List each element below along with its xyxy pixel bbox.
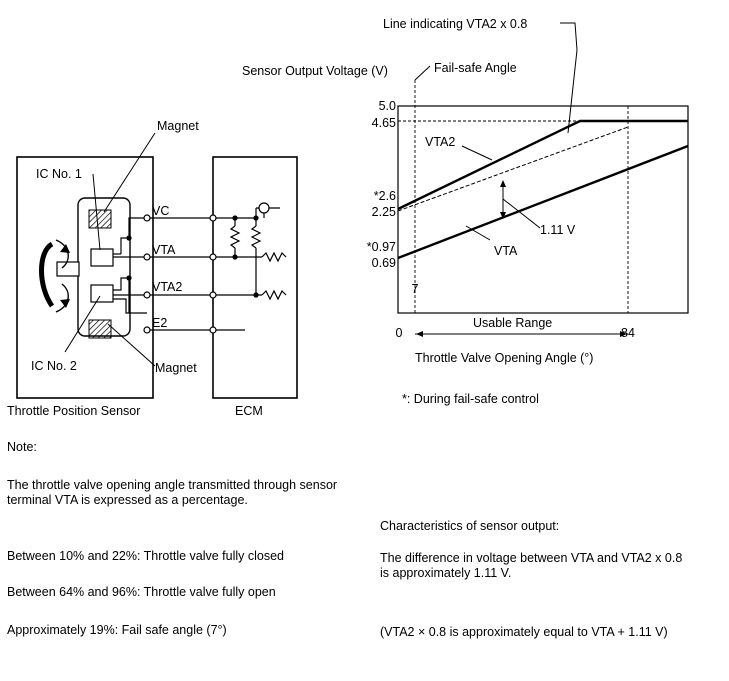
ic1-label: IC No. 1 (36, 167, 82, 181)
vta2x08-leader (560, 22, 578, 134)
sensor-label-leaders (64, 132, 156, 367)
sensor-terminals (143, 214, 151, 334)
y-tick-label: 2.25 (372, 205, 396, 219)
terminal-vta2-label: VTA2 (152, 280, 182, 294)
series-vta2-label: VTA2 (425, 135, 455, 149)
chart-ylabel: Sensor Output Voltage (V) (242, 64, 388, 78)
ic-no-2 (90, 284, 114, 303)
terminal-e2-label: E2 (152, 316, 167, 330)
terminal-vta-label: VTA (152, 243, 176, 257)
note-characteristics: Characteristics of sensor output: (380, 519, 560, 533)
usable-range-label: Usable Range (473, 316, 552, 330)
failsafe-annotation: Fail-safe Angle (434, 61, 517, 75)
ic2-label: IC No. 2 (31, 359, 77, 373)
magnet-top (88, 209, 112, 229)
y-tick-label: *0.97 (367, 240, 396, 254)
note-failsafe: Approximately 19%: Fail safe angle (7°) (7, 623, 227, 637)
magnet-top-label: Magnet (157, 119, 199, 133)
ic-no-1 (90, 248, 114, 267)
sensor-title: Throttle Position Sensor (7, 404, 140, 418)
chart-guides (398, 80, 629, 313)
series-vta2x08-line (397, 126, 629, 212)
magnet-bottom-label: Magnet (155, 361, 197, 375)
sensor-housing (16, 156, 154, 399)
sensor-wiring (113, 217, 147, 314)
series-vta-label: VTA (494, 244, 518, 258)
chart-footnote: *: During fail-safe control (402, 392, 539, 406)
series-vta2-line (397, 119, 688, 211)
difference-label: 1.11 V (540, 223, 576, 237)
series-vta-line (397, 144, 689, 260)
magnet-bottom (88, 319, 112, 339)
rotation-arrow-icon (39, 239, 80, 313)
x-tick-label: 84 (621, 326, 635, 340)
terminal-vc-label: VC (152, 204, 169, 218)
ecm-box (212, 156, 298, 399)
y-tick-label: 4.65 (372, 116, 396, 130)
output-chart: Sensor Output Voltage (V) Throttle Valve… (242, 17, 689, 406)
note-relation: (VTA2 × 0.8 is approximately equal to VT… (380, 625, 668, 639)
ecm-internal-circuit (216, 202, 287, 331)
chart-frame (397, 105, 689, 314)
note-heading: Note: (7, 440, 37, 454)
y-tick-label: 5.0 (379, 99, 396, 113)
vta2-leader (461, 145, 493, 161)
difference-arrow-icon (500, 180, 541, 229)
y-tick-label: *2.6 (374, 189, 396, 203)
y-tick-label: 0.69 (372, 256, 396, 270)
usable-range-arrow-icon (415, 331, 628, 337)
note-closed: Between 10% and 22%: Throttle valve full… (7, 549, 285, 563)
vta2x08-annotation: Line indicating VTA2 x 0.8 (383, 17, 527, 31)
vta-leader (465, 225, 491, 241)
failsafe-leader (414, 65, 431, 81)
note-difference: The difference in voltage between VTA an… (380, 551, 683, 580)
note-intro: The throttle valve opening angle transmi… (7, 478, 338, 507)
harness-wires (150, 217, 213, 331)
note-open: Between 64% and 96%: Throttle valve full… (7, 585, 276, 599)
ecm-title: ECM (235, 404, 263, 418)
x-tick-label: 7 (412, 282, 419, 296)
x-tick-label: 0 (396, 326, 403, 340)
chart-xlabel: Throttle Valve Opening Angle (°) (415, 351, 593, 365)
